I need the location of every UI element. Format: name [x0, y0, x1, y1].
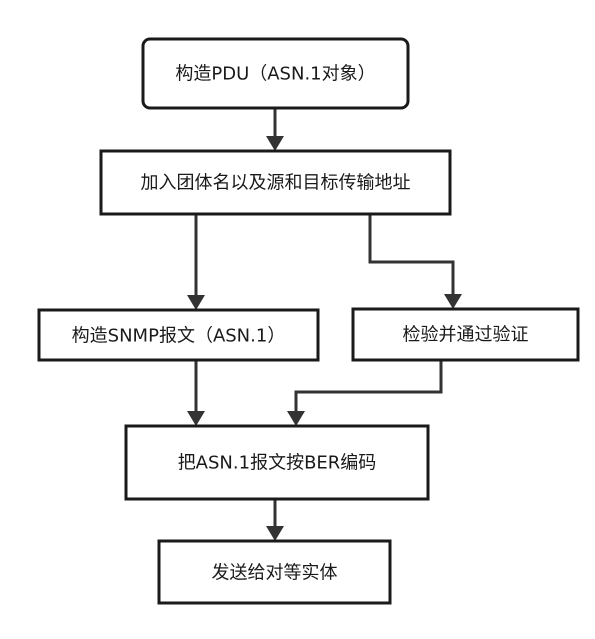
- node-construct-snmp-label: 构造SNMP报文（ASN.1）: [72, 326, 286, 347]
- node-add-community: 加入团体名以及源和目标传输地址: [99, 149, 452, 216]
- node-construct-snmp: 构造SNMP报文（ASN.1）: [37, 308, 320, 362]
- edge-ber-to-send: [266, 499, 284, 541]
- node-construct-pdu-label: 构造PDU（ASN.1对象）: [175, 64, 375, 85]
- node-verify-auth: 检验并通过验证: [351, 307, 580, 362]
- edge-community-to-verify: [368, 214, 462, 309]
- edge-snmp-to-ber: [187, 360, 205, 426]
- node-send-peer-label: 发送给对等实体: [212, 563, 338, 584]
- edge-verify-to-ber: [287, 360, 443, 426]
- node-send-peer: 发送给对等实体: [157, 539, 392, 605]
- node-ber-encode: 把ASN.1报文按BER编码: [124, 424, 430, 501]
- node-add-community-label: 加入团体名以及源和目标传输地址: [141, 173, 411, 194]
- node-ber-encode-label: 把ASN.1报文按BER编码: [178, 453, 377, 474]
- node-construct-pdu: 构造PDU（ASN.1对象）: [141, 37, 410, 110]
- edge-pdu-to-community: [266, 108, 284, 151]
- node-verify-auth-label: 检验并通过验证: [403, 325, 529, 346]
- edge-community-to-snmp: [187, 214, 205, 310]
